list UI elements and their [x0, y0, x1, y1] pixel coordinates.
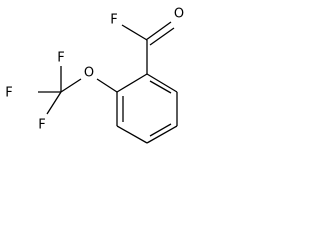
molecule-drawing: O F O F F F [5, 7, 184, 144]
ring-double-bond-2 [149, 123, 172, 137]
cf3-bottom-fluorine-bond [46, 91, 62, 115]
structure-diagram: O F O F F F [0, 0, 188, 154]
ring-double-bond-1 [149, 80, 172, 94]
acyl-fluorine-label: F [110, 13, 117, 28]
carbonyl-oxygen-label: O [174, 7, 184, 22]
cf3-bottom-fluorine-label: F [38, 118, 45, 133]
carbonyl-double-bond-a [145, 21, 172, 41]
carbonyl-to-fluorine-bond [121, 24, 148, 41]
ring-bond-1 [116, 73, 148, 93]
ether-oxygen-to-carbon-bond [60, 78, 82, 93]
ring-bond-5 [116, 125, 148, 144]
cf3-left-fluorine-label: F [5, 86, 12, 101]
ring-to-ether-oxygen-bond [96, 78, 118, 93]
carbonyl-double-bond-b [149, 27, 175, 46]
ether-oxygen-label: O [84, 66, 94, 81]
cf3-top-fluorine-label: F [57, 51, 64, 66]
ring-bond-4 [146, 125, 178, 144]
ring-bond-2 [146, 73, 178, 93]
